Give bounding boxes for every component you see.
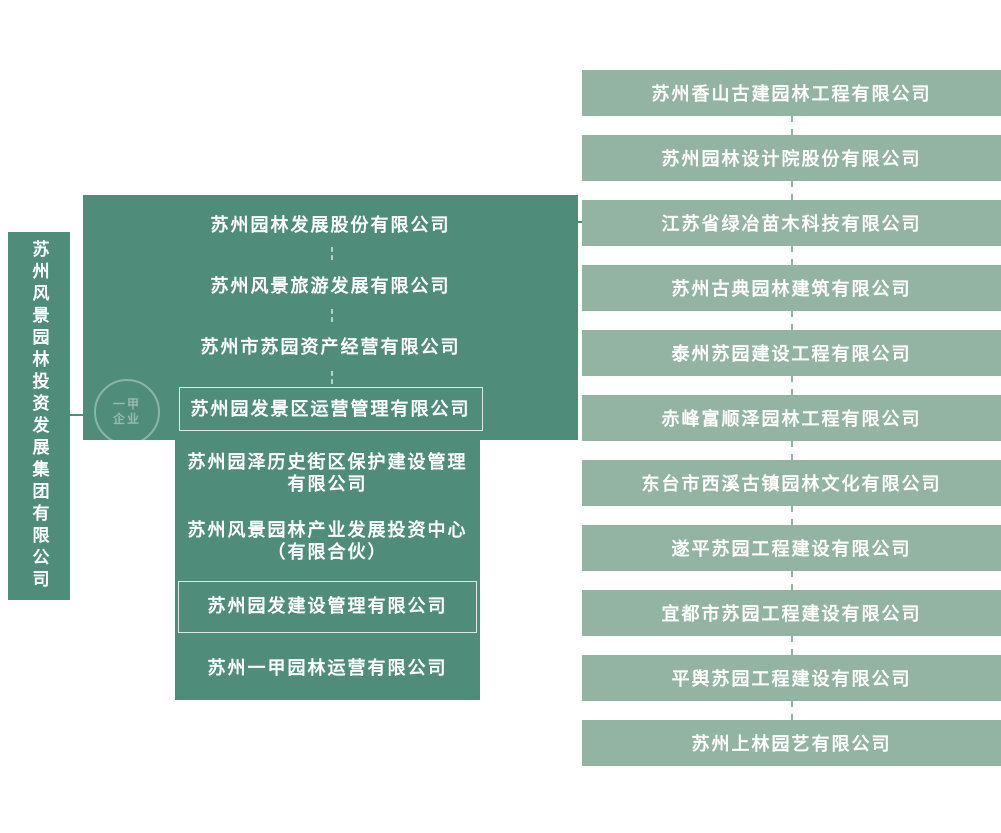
affiliate-node: 江苏省绿冶苗木科技有限公司	[582, 200, 1001, 246]
watermark-text: 一甲	[112, 397, 141, 411]
subsidiary-label: 苏州园泽历史街区保护建设管理 有限公司	[187, 452, 468, 494]
affiliate-label: 苏州古典园林建筑有限公司	[671, 279, 912, 299]
watermark-text: 企业	[112, 412, 141, 426]
affiliate-label: 东台市西溪古镇园林文化有限公司	[641, 474, 942, 494]
affiliate-label: 宜都市苏园工程建设有限公司	[661, 604, 922, 624]
affiliate-label: 泰州苏园建设工程有限公司	[671, 344, 912, 364]
affiliate-node: 赤峰富顺泽园林工程有限公司	[582, 395, 1001, 441]
subsidiary-label: 苏州园林发展股份有限公司	[210, 214, 451, 235]
subsidiary-outline: 苏州园发建设管理有限公司	[178, 581, 477, 633]
dashed-connector	[790, 441, 793, 460]
subsidiary-node: 苏州一甲园林运营有限公司	[175, 638, 480, 700]
subsidiary-node: 苏州园发景区运营管理有限公司	[83, 379, 578, 440]
affiliate-node: 苏州香山古建园林工程有限公司	[582, 70, 1001, 116]
affiliate-label: 平舆苏园工程建设有限公司	[671, 669, 912, 689]
subsidiaries-lower-panel: 苏州园泽历史街区保护建设管理 有限公司 苏州风景园林产业发展投资中心 （有限合伙…	[175, 440, 480, 700]
dashed-connector	[790, 571, 793, 590]
affiliate-node: 平舆苏园工程建设有限公司	[582, 655, 1001, 701]
subsidiary-label: 苏州一甲园林运营有限公司	[207, 658, 448, 679]
subsidiary-node: 苏州园发建设管理有限公司	[175, 576, 480, 638]
affiliate-node: 遂平苏园工程建设有限公司	[582, 525, 1001, 571]
affiliate-node: 泰州苏园建设工程有限公司	[582, 330, 1001, 376]
subsidiary-node: 苏州风景旅游发展有限公司	[83, 256, 578, 317]
subsidiary-outline: 苏州园发景区运营管理有限公司	[178, 387, 483, 432]
watermark-seal: 一甲 企业	[94, 379, 160, 445]
affiliate-label: 江苏省绿冶苗木科技有限公司	[661, 214, 922, 234]
subsidiary-label: 苏州园发建设管理有限公司	[207, 596, 448, 617]
dashed-connector	[790, 506, 793, 525]
dashed-connector	[330, 247, 333, 260]
subsidiary-label: 苏州园发景区运营管理有限公司	[190, 398, 471, 419]
connector-subsidiaries-to-affiliates	[576, 221, 584, 223]
affiliate-label: 苏州上林园艺有限公司	[691, 734, 892, 754]
subsidiary-label: 苏州市苏园资产经营有限公司	[200, 337, 461, 358]
dashed-connector	[330, 309, 333, 322]
affiliate-label: 苏州园林设计院股份有限公司	[661, 149, 922, 169]
dashed-connector	[790, 311, 793, 330]
affiliate-node: 东台市西溪古镇园林文化有限公司	[582, 460, 1001, 506]
affiliate-node: 宜都市苏园工程建设有限公司	[582, 590, 1001, 636]
dashed-connector	[790, 636, 793, 655]
affiliates-panel: 苏州香山古建园林工程有限公司 苏州园林设计院股份有限公司 江苏省绿冶苗木科技有限…	[582, 70, 1001, 766]
subsidiaries-panel: 苏州园林发展股份有限公司 苏州风景旅游发展有限公司 苏州市苏园资产经营有限公司 …	[83, 195, 578, 440]
affiliate-node: 苏州古典园林建筑有限公司	[582, 265, 1001, 311]
subsidiary-node: 苏州园林发展股份有限公司	[83, 195, 578, 256]
subsidiary-node: 苏州风景园林产业发展投资中心 （有限合伙）	[175, 508, 480, 576]
affiliate-label: 苏州香山古建园林工程有限公司	[651, 84, 932, 104]
dashed-connector	[790, 116, 793, 135]
dashed-connector	[790, 181, 793, 200]
subsidiary-label: 苏州风景旅游发展有限公司	[210, 276, 451, 297]
root-company-node: 苏州风景园林投资发展集团有限公司	[8, 232, 70, 600]
affiliate-node: 苏州上林园艺有限公司	[582, 720, 1001, 766]
affiliate-label: 遂平苏园工程建设有限公司	[671, 539, 912, 559]
subsidiary-label: 苏州风景园林产业发展投资中心 （有限合伙）	[187, 520, 468, 562]
dashed-connector	[790, 701, 793, 720]
subsidiary-node: 苏州市苏园资产经营有限公司	[83, 318, 578, 379]
subsidiary-node: 苏州园泽历史街区保护建设管理 有限公司	[175, 440, 480, 508]
connector-root-to-subsidiaries	[68, 414, 85, 416]
root-company-label: 苏州风景园林投资发展集团有限公司	[29, 240, 49, 592]
dashed-connector	[790, 246, 793, 265]
affiliate-node: 苏州园林设计院股份有限公司	[582, 135, 1001, 181]
dashed-connector	[330, 371, 333, 384]
affiliate-label: 赤峰富顺泽园林工程有限公司	[661, 409, 922, 429]
dashed-connector	[790, 376, 793, 395]
